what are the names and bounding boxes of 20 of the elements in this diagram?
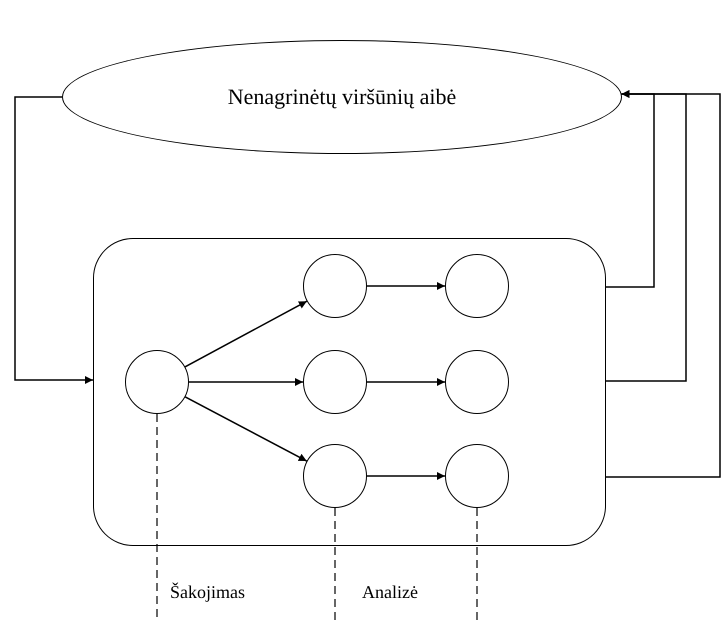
phase-label: Šakojimas bbox=[170, 582, 245, 603]
arrow bbox=[367, 472, 445, 480]
arrow bbox=[14, 96, 93, 384]
circle-node bbox=[124, 350, 188, 414]
arrow bbox=[184, 300, 308, 368]
ellipse-node bbox=[62, 40, 622, 154]
arrow bbox=[606, 90, 721, 478]
circle-node bbox=[444, 254, 508, 318]
phase-label: Analizė bbox=[362, 582, 418, 603]
circle-node bbox=[302, 350, 366, 414]
circle-node bbox=[302, 444, 366, 508]
arrow bbox=[367, 282, 445, 290]
rounded-box bbox=[93, 238, 606, 546]
arrow bbox=[189, 378, 303, 386]
arrow bbox=[367, 378, 445, 386]
arrow bbox=[184, 396, 308, 462]
circle-node bbox=[444, 350, 508, 414]
circle-node bbox=[302, 254, 366, 318]
circle-node bbox=[444, 444, 508, 508]
node-label: Nenagrinėtų viršūnių aibė bbox=[228, 84, 456, 110]
